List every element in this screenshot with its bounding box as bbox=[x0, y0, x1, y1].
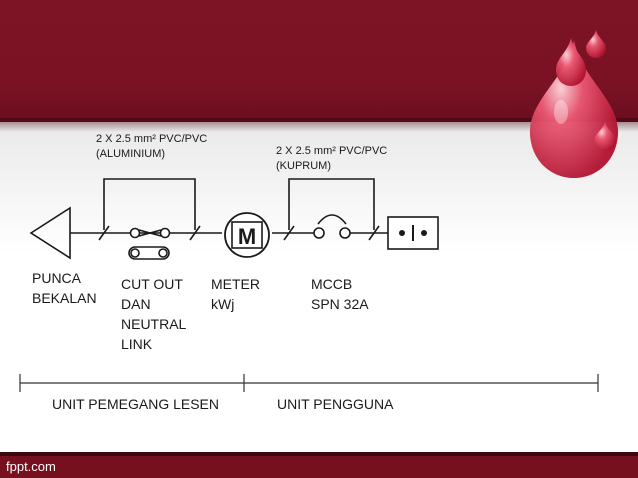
mccb-line2: SPN 32A bbox=[311, 296, 369, 312]
cutout-line2: DAN bbox=[121, 296, 151, 312]
mccb-contact bbox=[313, 227, 325, 239]
cutout-contact bbox=[129, 227, 141, 239]
meter-box bbox=[231, 221, 263, 249]
tiny-drop bbox=[594, 122, 616, 151]
cable-left-line1: 2 X 2.5 mm² PVC/PVC bbox=[96, 133, 208, 145]
cable-left-label: 2 X 2.5 mm² PVC/PVC (ALUMINIUM) bbox=[96, 132, 207, 162]
meter-line2: kWj bbox=[211, 296, 235, 312]
drops-decoration bbox=[529, 30, 619, 178]
mccb-label: MCCB SPN 32A bbox=[311, 274, 369, 314]
cable-right-line1: 2 X 2.5 mm² PVC/PVC bbox=[276, 145, 388, 157]
cutout-line1: CUT OUT bbox=[121, 276, 183, 292]
footer-band bbox=[0, 456, 638, 478]
cutout-contact bbox=[159, 227, 171, 239]
cutout-line4: LINK bbox=[121, 336, 153, 352]
supply-label: PUNCA BEKALAN bbox=[32, 268, 97, 308]
cable-right-label: 2 X 2.5 mm² PVC/PVC (KUPRUM) bbox=[276, 144, 387, 174]
supply-line2: BEKALAN bbox=[32, 290, 97, 306]
cutout-line3: NEUTRAL bbox=[121, 316, 187, 332]
neutral-link bbox=[128, 246, 170, 260]
meter-label: METER kWj bbox=[211, 274, 260, 314]
small-drop bbox=[586, 30, 606, 58]
meter-line1: METER bbox=[211, 276, 260, 292]
slash bbox=[283, 225, 295, 241]
licensee-unit-label: UNIT PEMEGANG LESEN bbox=[52, 396, 220, 412]
cutout-label: CUT OUT DAN NEUTRAL LINK bbox=[121, 274, 186, 354]
footer-divider bbox=[0, 452, 638, 456]
slash bbox=[189, 225, 201, 241]
top-drop bbox=[556, 38, 586, 86]
header-shadow bbox=[0, 118, 638, 132]
header-band bbox=[0, 0, 638, 122]
cable-left-line2: (ALUMINIUM) bbox=[96, 148, 166, 160]
content-area bbox=[0, 122, 638, 452]
footer-brand: fppt.com bbox=[6, 459, 56, 474]
consumer-unit-label: UNIT PENGGUNA bbox=[277, 396, 394, 412]
mccb-line1: MCCB bbox=[311, 276, 353, 292]
cable-bracket-left bbox=[103, 178, 196, 230]
meter-symbol: M bbox=[238, 224, 256, 249]
slash bbox=[368, 225, 380, 241]
mccb-arc bbox=[317, 214, 347, 225]
cable-right-line2: (KUPRUM) bbox=[276, 160, 331, 172]
supply-line1: PUNCA bbox=[32, 270, 82, 286]
cable-bracket-right bbox=[288, 178, 375, 230]
mccb-contact bbox=[339, 227, 351, 239]
slash bbox=[98, 225, 110, 241]
supply-triangle bbox=[29, 206, 71, 260]
